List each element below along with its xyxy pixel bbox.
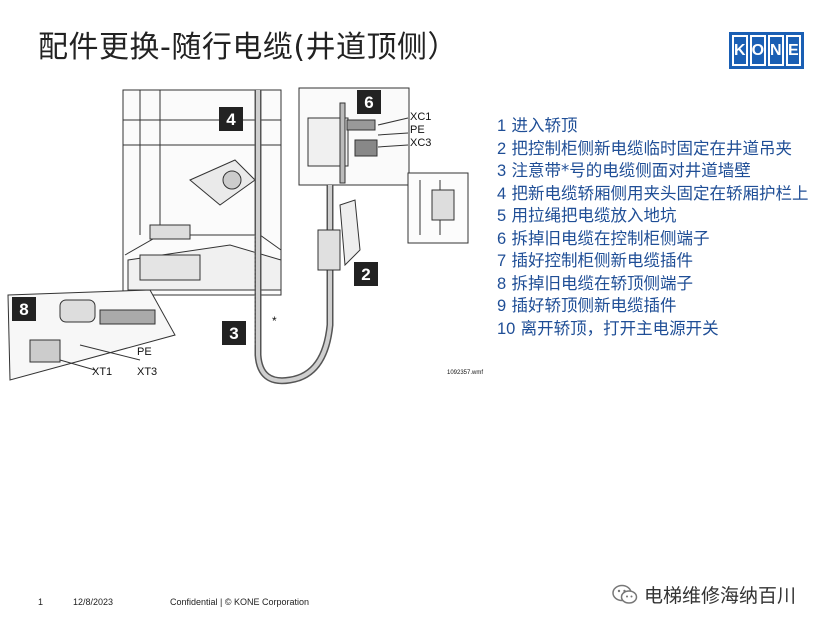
logo-letter: N <box>768 35 784 66</box>
list-item: 1 进入轿顶 <box>497 116 578 135</box>
label-xc3: XC3 <box>410 137 431 149</box>
list-item: 3 注意带*号的电缆侧面对井道墙壁 <box>497 161 751 180</box>
label-file: 1092357.wmf <box>447 370 483 376</box>
callout-3: 3 <box>222 321 246 345</box>
installation-diagram: 4 6 2 3 8 XC1 PE XC3 PE XT1 XT3 * 109235… <box>7 87 483 385</box>
list-item: 5 用拉绳把电缆放入地坑 <box>497 206 677 225</box>
control-cabinet-illustration <box>298 87 469 244</box>
steps-list: 1 进入轿顶 2 把控制柜侧新电缆临时固定在井道吊夹 3 注意带*号的电缆侧面对… <box>497 115 817 340</box>
label-pe-terminal: PE <box>137 346 152 358</box>
svg-text:6: 6 <box>364 93 373 112</box>
page-title: 配件更换-随行电缆(井道顶侧） <box>38 30 459 65</box>
wechat-watermark: 电梯维修海纳百川 <box>612 581 796 608</box>
callout-8: 8 <box>12 297 36 321</box>
label-pe: PE <box>410 124 425 136</box>
list-item: 7 插好控制柜侧新电缆插件 <box>497 251 693 270</box>
label-xt3: XT3 <box>137 366 157 378</box>
list-item: 10 离开轿顶，打开主电源开关 <box>497 318 719 338</box>
label-xc1: XC1 <box>410 111 431 123</box>
list-item: 9 插好轿顶侧新电缆插件 <box>497 296 677 315</box>
logo-letter: K <box>732 35 748 66</box>
terminal-detail-illustration <box>7 289 176 381</box>
list-item: 2 把控制柜侧新电缆临时固定在井道吊夹 <box>497 138 792 158</box>
label-xt1: XT1 <box>92 366 112 378</box>
logo-letter: O <box>749 35 767 66</box>
callout-2: 2 <box>354 262 378 286</box>
wechat-label: 电梯维修海纳百川 <box>644 585 797 607</box>
svg-text:3: 3 <box>229 324 238 343</box>
svg-text:2: 2 <box>361 265 370 284</box>
svg-text:8: 8 <box>19 300 28 319</box>
footer-date: 12/8/2023 <box>73 597 114 607</box>
list-item: 4 把新电缆轿厢侧用夹头固定在轿厢护栏上 <box>497 183 809 203</box>
logo-letter: E <box>785 35 801 66</box>
page-number: 1 <box>38 597 44 607</box>
kone-logo: K O N E <box>729 32 804 69</box>
footer-confidential: Confidential | © KONE Corporation <box>170 597 310 607</box>
callout-4: 4 <box>219 107 243 131</box>
callout-6: 6 <box>357 90 381 114</box>
svg-text:4: 4 <box>226 110 236 129</box>
list-item: 6 拆掉旧电缆在控制柜侧端子 <box>497 228 710 248</box>
wechat-icon <box>612 584 638 604</box>
label-star: * <box>272 314 277 328</box>
list-item: 8 拆掉旧电缆在轿顶侧端子 <box>497 273 693 293</box>
